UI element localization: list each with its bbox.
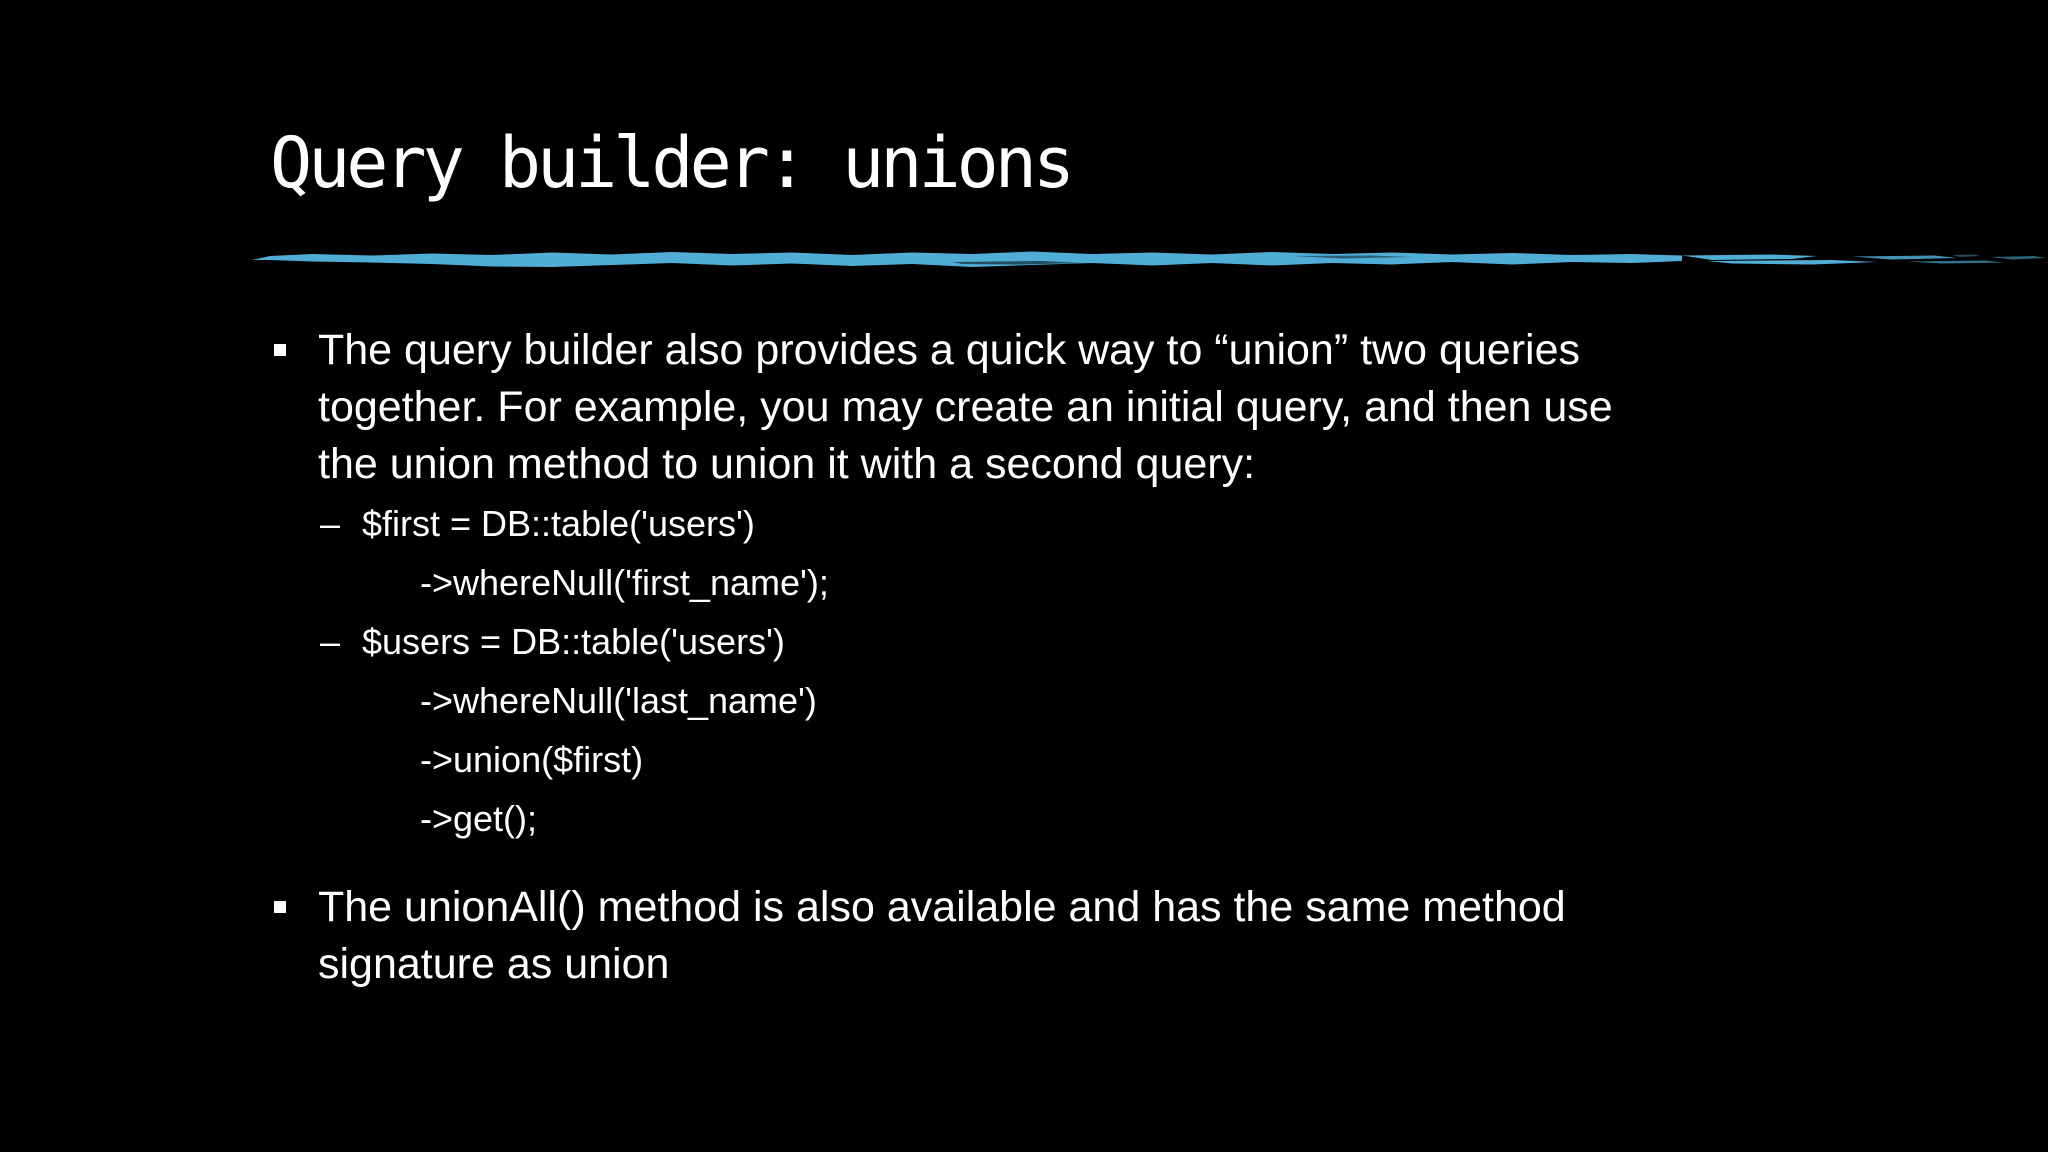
code-text: ->get();	[420, 798, 538, 839]
code-text: $first = DB::table('users')	[362, 503, 755, 544]
code-line: ->whereNull('last_name')	[0, 671, 2048, 730]
code-line: ->get();	[0, 789, 2048, 848]
accent-divider	[252, 242, 2048, 278]
bullet2-paragraph: The unionAll() method is also available …	[318, 879, 1566, 993]
bullet2-line: The unionAll() method is also available …	[318, 883, 1566, 931]
code-line: ->whereNull('first_name');	[0, 553, 2048, 612]
dash-bullet-icon: –	[320, 621, 341, 662]
code-text: $users = DB::table('users')	[362, 621, 785, 662]
code-text: ->whereNull('first_name');	[420, 562, 829, 603]
code-text: ->union($first)	[420, 739, 644, 780]
brush-stroke-icon	[252, 251, 2046, 267]
slide-title: Query builder: unions	[270, 122, 1075, 204]
square-bullet-icon	[274, 344, 286, 356]
bullet1-line: together. For example, you may create an…	[318, 383, 1613, 431]
bullet1-line: the union method to union it with a seco…	[318, 440, 1256, 488]
code-text: ->whereNull('last_name')	[420, 680, 817, 721]
bullet1-paragraph: The query builder also provides a quick …	[318, 322, 1613, 493]
code-line: ->union($first)	[0, 730, 2048, 789]
square-bullet-icon	[274, 901, 286, 913]
bullet2-line: signature as union	[318, 940, 670, 988]
code-block: – $first = DB::table('users') ->whereNul…	[0, 494, 2048, 848]
dash-bullet-icon: –	[320, 503, 341, 544]
code-line: – $first = DB::table('users')	[0, 494, 2048, 553]
bullet1-line: The query builder also provides a quick …	[318, 326, 1580, 374]
code-line: – $users = DB::table('users')	[0, 612, 2048, 671]
